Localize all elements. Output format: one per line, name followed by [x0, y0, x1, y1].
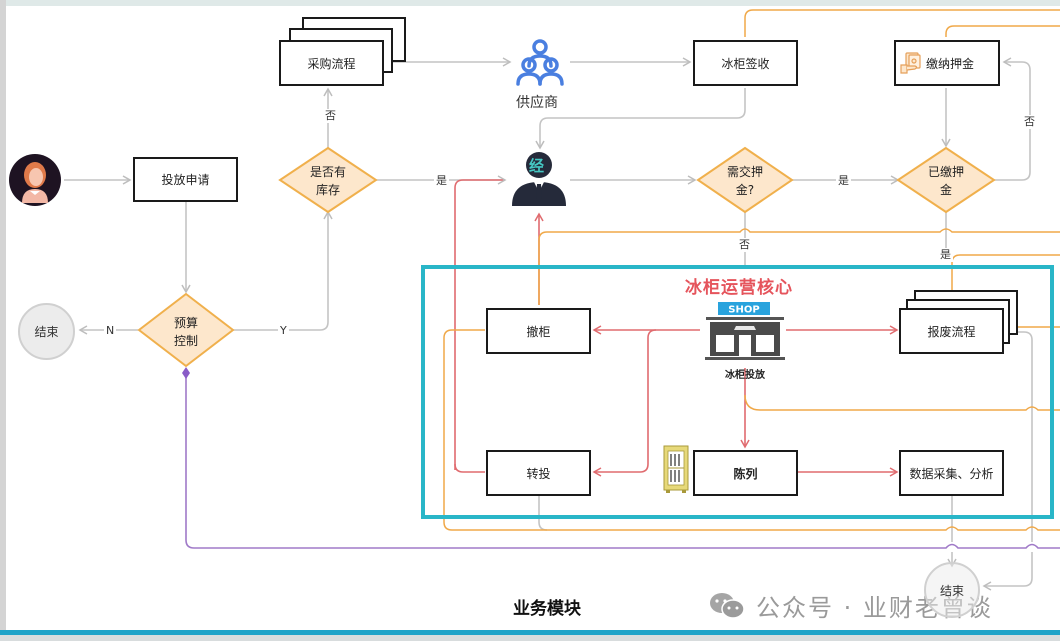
frame-bottom — [0, 630, 1060, 635]
supplier-group-icon[interactable] — [515, 38, 565, 86]
edge-orange-scrap — [951, 254, 1060, 295]
edge-transfer-red — [454, 463, 485, 473]
node-scrap[interactable]: 报废流程 — [899, 308, 1004, 354]
edge-label-need-no: 否 — [737, 238, 752, 252]
frame-left — [0, 0, 6, 641]
end-right[interactable]: 结束 — [924, 562, 980, 618]
edge-label-has-stock: 是 — [434, 174, 449, 188]
decision-budget-label: 预算 控制 — [173, 316, 198, 348]
edge-orange-mid — [538, 228, 1060, 305]
frame-bottom-strip — [0, 635, 1060, 641]
edge-scrap-end — [984, 331, 1033, 586]
node-receive[interactable]: 冰柜签收 — [693, 40, 798, 86]
decision-paid-deposit — [896, 146, 996, 214]
edge-orange-pay — [945, 25, 1060, 37]
decision-stock-label: 是否有 库存 — [309, 165, 346, 197]
edge-label-budget-yes: Y — [278, 324, 289, 338]
edge-red-to-dealer — [454, 175, 507, 470]
edge-orange-withdraw — [443, 329, 1060, 531]
node-transfer[interactable]: 转投 — [486, 450, 591, 496]
fridge-icon — [662, 445, 690, 495]
money-hand-icon — [900, 51, 922, 75]
decision-need-deposit-label: 需交押 金? — [726, 165, 763, 197]
dealer-badge: 经 — [529, 157, 545, 175]
shop-icon[interactable]: SHOP — [704, 302, 786, 362]
edge-label-no-stock: 否 — [323, 109, 338, 123]
edge-label-paid-no: 否 — [1022, 115, 1037, 129]
node-display[interactable]: 陈列 — [693, 450, 798, 496]
decision-stock — [278, 146, 378, 214]
node-pay-deposit[interactable]: 缴纳押金 — [894, 40, 1000, 86]
decision-budget — [137, 292, 235, 368]
svg-text:SHOP: SHOP — [728, 305, 759, 316]
edge-label-need-yes: 是 — [836, 174, 851, 188]
edge-receive-dealer — [535, 88, 746, 150]
edge-label-budget-no: N — [104, 324, 117, 338]
edge-orange-deploy — [744, 394, 1060, 411]
edge-deploy-transfer — [592, 329, 657, 477]
edge-purple-budget — [185, 376, 1060, 549]
edge-label-paid-yes: 是 — [938, 248, 953, 262]
purple-diamond-marker — [182, 367, 190, 379]
decision-paid-deposit-label: 已缴押 金 — [927, 165, 964, 197]
node-withdraw[interactable]: 撤柜 — [486, 308, 591, 354]
core-section-frame — [421, 265, 1054, 519]
node-pay-deposit-label: 缴纳押金 — [926, 56, 975, 71]
core-section-title: 冰柜运营核心 — [685, 278, 793, 298]
frame-top — [0, 0, 1060, 6]
user-avatar-icon[interactable] — [8, 153, 62, 207]
module-title: 业务模块 — [513, 599, 581, 619]
node-apply[interactable]: 投放申请 — [133, 157, 238, 202]
edge-budget-stock — [233, 210, 333, 331]
edge-orange-top — [744, 9, 1060, 37]
node-purchase[interactable]: 采购流程 — [279, 40, 384, 86]
decision-need-deposit — [696, 146, 794, 214]
wechat-icon — [708, 591, 748, 621]
shop-label: 冰柜投放 — [725, 370, 765, 381]
end-left[interactable]: 结束 — [18, 303, 75, 360]
dealer-person-icon[interactable] — [510, 152, 568, 208]
node-data[interactable]: 数据采集、分析 — [899, 450, 1004, 496]
supplier-label: 供应商 — [516, 95, 558, 111]
